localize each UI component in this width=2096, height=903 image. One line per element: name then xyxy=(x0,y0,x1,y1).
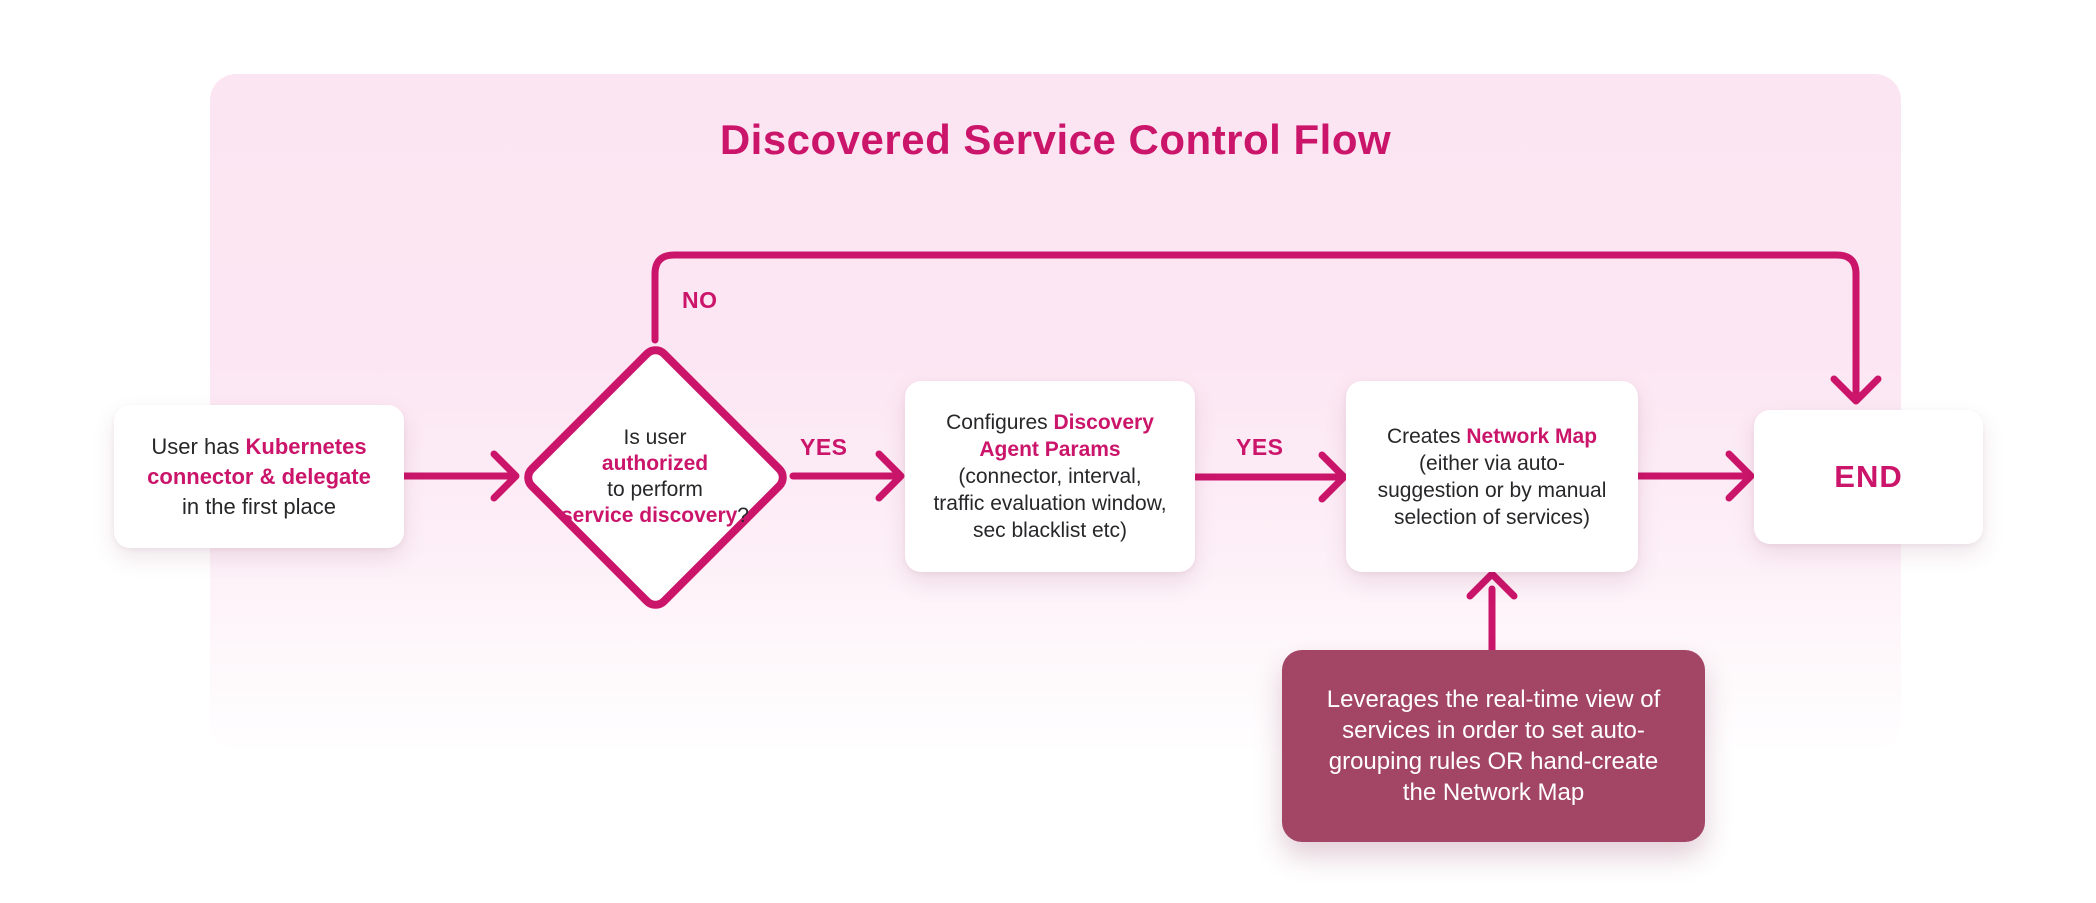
node-create-text: Creates Network Map(either via auto-sugg… xyxy=(1377,424,1607,529)
arrow-start-to-decision-head xyxy=(490,450,520,502)
no-loop-connector xyxy=(651,251,1860,397)
edge-label-yes-1: YES xyxy=(800,434,848,460)
edge-label-no: NO xyxy=(682,287,718,313)
arrow-yes-configure-to-create-head xyxy=(1318,451,1348,503)
node-create-network-map: Creates Network Map(either via auto-sugg… xyxy=(1346,381,1638,572)
no-loop-connector-head xyxy=(1830,375,1882,405)
edge-label-yes-2: YES xyxy=(1236,434,1284,460)
arrow-create-to-end-head xyxy=(1725,450,1755,502)
arrow-yes-decision-to-configure-head xyxy=(875,450,905,502)
page-title: Discovered Service Control Flow xyxy=(719,116,1392,163)
arrow-note-to-create-head xyxy=(1466,570,1518,600)
node-end-label: END xyxy=(1834,459,1903,494)
node-end: END xyxy=(1754,410,1983,544)
